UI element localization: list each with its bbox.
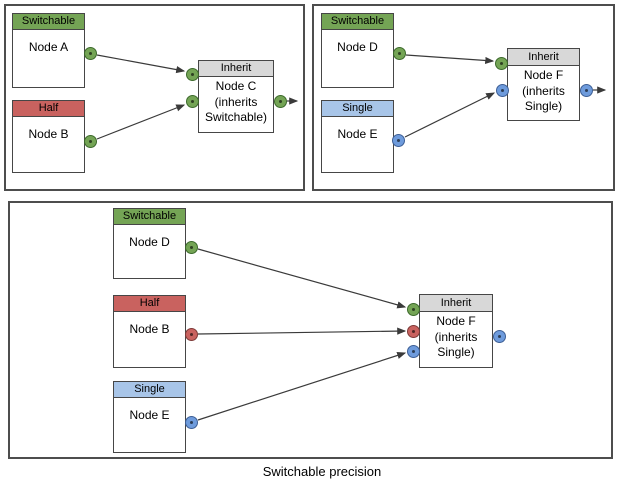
node-f-body-line: Node F	[523, 68, 564, 82]
node-c-body-line: (inherits	[214, 94, 258, 109]
node-e-title: Node E	[337, 127, 378, 141]
bottom-node-b-header: Half	[114, 296, 185, 312]
node-b-title: Node B	[28, 127, 69, 141]
bottom-node-e-title: Node E	[129, 408, 170, 422]
node-b-output-port-icon	[83, 134, 97, 148]
bottom-node-b: Half Node B	[113, 295, 186, 368]
node-a-header: Switchable	[13, 14, 84, 30]
node-f: Inherit Node F (inherits Single)	[507, 48, 580, 121]
bottom-node-f-output-port-icon	[492, 329, 506, 343]
bottom-node-d-output-port-icon	[184, 240, 198, 254]
node-d: Switchable Node D	[321, 13, 394, 88]
node-b: Half Node B	[12, 100, 85, 173]
bottom-node-d-header: Switchable	[114, 209, 185, 225]
node-c-body: Node C (inherits Switchable)	[199, 77, 273, 126]
node-f-body-line: Single)	[524, 99, 563, 113]
bottom-node-f-body-line: Node F	[436, 314, 476, 328]
bottom-node-f-body-line: (inherits	[434, 329, 478, 344]
bottom-node-f-input-port-3-icon	[406, 344, 420, 358]
node-d-output-port-icon	[392, 46, 406, 60]
panel-bottom	[8, 201, 613, 459]
bottom-node-d: Switchable Node D	[113, 208, 186, 279]
node-d-title: Node D	[337, 40, 378, 54]
node-f-body: Node F (inherits Single)	[508, 66, 579, 115]
node-b-header: Half	[13, 101, 84, 117]
node-c: Inherit Node C (inherits Switchable)	[198, 60, 274, 133]
bottom-node-f-body: Node F (inherits Single)	[420, 312, 492, 361]
bottom-node-f-input-port-2-icon	[406, 324, 420, 338]
node-a-title: Node A	[28, 40, 69, 54]
node-c-header: Inherit	[199, 61, 273, 77]
bottom-node-f-input-port-1-icon	[406, 302, 420, 316]
node-c-input-port-2-icon	[185, 94, 199, 108]
node-f-body-line: (inherits	[522, 83, 565, 98]
node-e-output-port-icon	[391, 133, 405, 147]
bottom-node-e: Single Node E	[113, 381, 186, 453]
figure-caption: Switchable precision	[262, 464, 382, 479]
node-e: Single Node E	[321, 100, 394, 173]
bottom-node-d-title: Node D	[129, 235, 170, 249]
bottom-node-b-output-port-icon	[184, 327, 198, 341]
bottom-node-e-output-port-icon	[184, 415, 198, 429]
node-f-input-port-1-icon	[494, 56, 508, 70]
node-a: Switchable Node A	[12, 13, 85, 88]
node-c-input-port-1-icon	[185, 67, 199, 81]
node-c-body-line: Node C	[215, 79, 257, 93]
node-e-header: Single	[322, 101, 393, 117]
node-c-body-line: Switchable)	[204, 110, 268, 124]
node-f-header: Inherit	[508, 49, 579, 66]
bottom-node-f: Inherit Node F (inherits Single)	[419, 294, 493, 368]
bottom-node-b-title: Node B	[129, 322, 170, 336]
bottom-node-f-body-line: Single)	[437, 345, 475, 359]
node-c-output-port-icon	[273, 94, 287, 108]
bottom-node-e-header: Single	[114, 382, 185, 398]
node-f-output-port-icon	[579, 83, 593, 97]
bottom-node-f-header: Inherit	[420, 295, 492, 312]
node-f-input-port-2-icon	[495, 83, 509, 97]
node-d-header: Switchable	[322, 14, 393, 30]
node-a-output-port-icon	[83, 46, 97, 60]
